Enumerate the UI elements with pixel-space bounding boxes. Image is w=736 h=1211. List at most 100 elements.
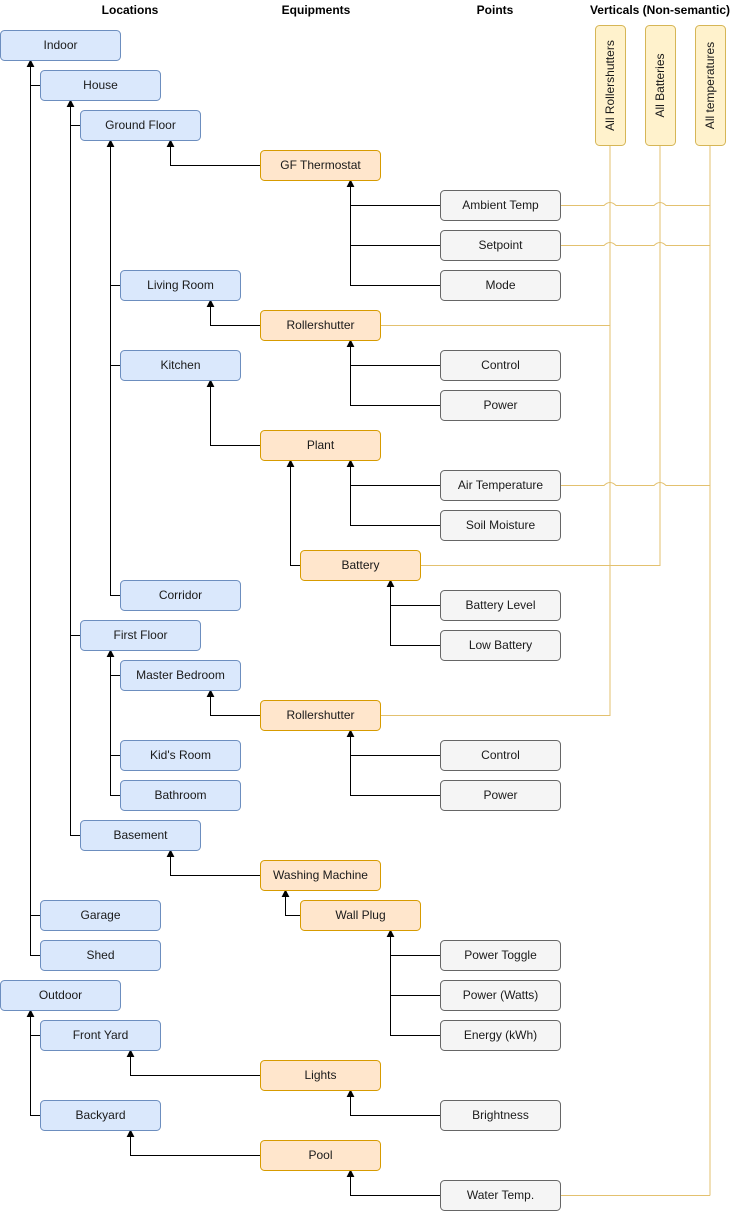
location-kitchen[interactable]: Kitchen [120,350,241,381]
equipment-plant[interactable]: Plant [260,430,381,461]
node-label: Basement [113,828,168,842]
node-label: Rollershutter [286,708,354,722]
node-label: Soil Moisture [466,518,536,532]
node-label: Setpoint [478,238,523,252]
header-locations: Locations [102,3,159,17]
node-label: Pool [308,1148,332,1162]
equipment-gf-thermostat[interactable]: GF Thermostat [260,150,381,181]
equipment-battery[interactable]: Battery [300,550,421,581]
location-backyard[interactable]: Backyard [40,1100,161,1131]
point-power-toggle[interactable]: Power Toggle [440,940,561,971]
node-label: Rollershutter [286,318,354,332]
vertical-links [380,145,711,1196]
location-garage[interactable]: Garage [40,900,161,931]
node-label: Shed [86,948,114,962]
node-label: Mode [485,278,515,292]
node-label: Corridor [159,588,202,602]
vertical-link-battery [420,145,661,566]
point-power-bedroom[interactable]: Power [440,780,561,811]
node-label: Water Temp. [467,1188,534,1202]
location-indoor[interactable]: Indoor [0,30,121,61]
point-ambient-temp[interactable]: Ambient Temp [440,190,561,221]
vertical-all-batteries[interactable]: All Batteries [645,25,676,146]
location-outdoor[interactable]: Outdoor [0,980,121,1011]
location-kids-room[interactable]: Kid's Room [120,740,241,771]
point-nodes: Ambient Temp Setpoint Mode Control Power… [440,190,561,1211]
point-air-temperature[interactable]: Air Temperature [440,470,561,501]
location-living-room[interactable]: Living Room [120,270,241,301]
node-label: All Rollershutters [603,40,617,131]
point-control-living[interactable]: Control [440,350,561,381]
point-soil-moisture[interactable]: Soil Moisture [440,510,561,541]
node-label: House [83,78,118,92]
node-label: Power [483,398,517,412]
node-label: Wall Plug [335,908,385,922]
vertical-link-air-temperature [560,482,710,486]
node-label: Power Toggle [464,948,537,962]
point-power-living[interactable]: Power [440,390,561,421]
node-label: All Batteries [653,53,667,117]
location-first-floor[interactable]: First Floor [80,620,201,651]
node-label: GF Thermostat [280,158,361,172]
point-energy-kwh[interactable]: Energy (kWh) [440,1020,561,1051]
node-label: Garage [80,908,120,922]
location-nodes: Indoor House Ground Floor Living Room Ki… [0,30,241,1131]
location-shed[interactable]: Shed [40,940,161,971]
node-label: Battery Level [465,598,535,612]
equipment-pool[interactable]: Pool [260,1140,381,1171]
point-water-temp[interactable]: Water Temp. [440,1180,561,1211]
node-label: Kid's Room [150,748,211,762]
header-equipments: Equipments [282,3,351,17]
node-label: Ground Floor [105,118,176,132]
equipment-nodes: GF Thermostat Rollershutter Plant Batter… [260,150,421,1171]
node-label: Plant [307,438,335,452]
node-label: Air Temperature [458,478,543,492]
node-label: Energy (kWh) [464,1028,537,1042]
vertical-link-rollershutter-2 [380,145,611,716]
equipment-wall-plug[interactable]: Wall Plug [300,900,421,931]
location-house[interactable]: House [40,70,161,101]
location-ground-floor[interactable]: Ground Floor [80,110,201,141]
point-setpoint[interactable]: Setpoint [440,230,561,261]
location-master-bedroom[interactable]: Master Bedroom [120,660,241,691]
node-label: Kitchen [160,358,200,372]
node-label: Battery [341,558,379,572]
vertical-link-setpoint [560,242,710,246]
equipment-rollershutter-living[interactable]: Rollershutter [260,310,381,341]
point-brightness[interactable]: Brightness [440,1100,561,1131]
vertical-nodes: All Rollershutters All Batteries All tem… [595,25,726,146]
point-battery-level[interactable]: Battery Level [440,590,561,621]
hierarchy-edges [26,59,440,1196]
node-label: Indoor [43,38,77,52]
node-label: Living Room [147,278,214,292]
location-basement[interactable]: Basement [80,820,201,851]
location-corridor[interactable]: Corridor [120,580,241,611]
node-label: Bathroom [154,788,206,802]
node-label: All temperatures [703,42,717,129]
node-label: Brightness [472,1108,529,1122]
node-label: Control [481,358,520,372]
equipment-washing-machine[interactable]: Washing Machine [260,860,381,891]
node-label: First Floor [114,628,168,642]
vertical-all-temperatures[interactable]: All temperatures [695,25,726,146]
node-label: Outdoor [39,988,82,1002]
point-mode[interactable]: Mode [440,270,561,301]
location-bathroom[interactable]: Bathroom [120,780,241,811]
point-control-bedroom[interactable]: Control [440,740,561,771]
node-label: Power [483,788,517,802]
node-label: Ambient Temp [462,198,539,212]
node-label: Power (Watts) [463,988,539,1002]
node-label: Low Battery [469,638,532,652]
header-points: Points [477,3,514,17]
node-label: Control [481,748,520,762]
equipment-lights[interactable]: Lights [260,1060,381,1091]
location-front-yard[interactable]: Front Yard [40,1020,161,1051]
node-label: Master Bedroom [136,668,225,682]
header-verticals: Verticals (Non-semantic) [590,3,730,17]
point-low-battery[interactable]: Low Battery [440,630,561,661]
node-label: Washing Machine [273,868,368,882]
equipment-rollershutter-bedroom[interactable]: Rollershutter [260,700,381,731]
vertical-all-rollershutters[interactable]: All Rollershutters [595,25,626,146]
point-power-watts[interactable]: Power (Watts) [440,980,561,1011]
